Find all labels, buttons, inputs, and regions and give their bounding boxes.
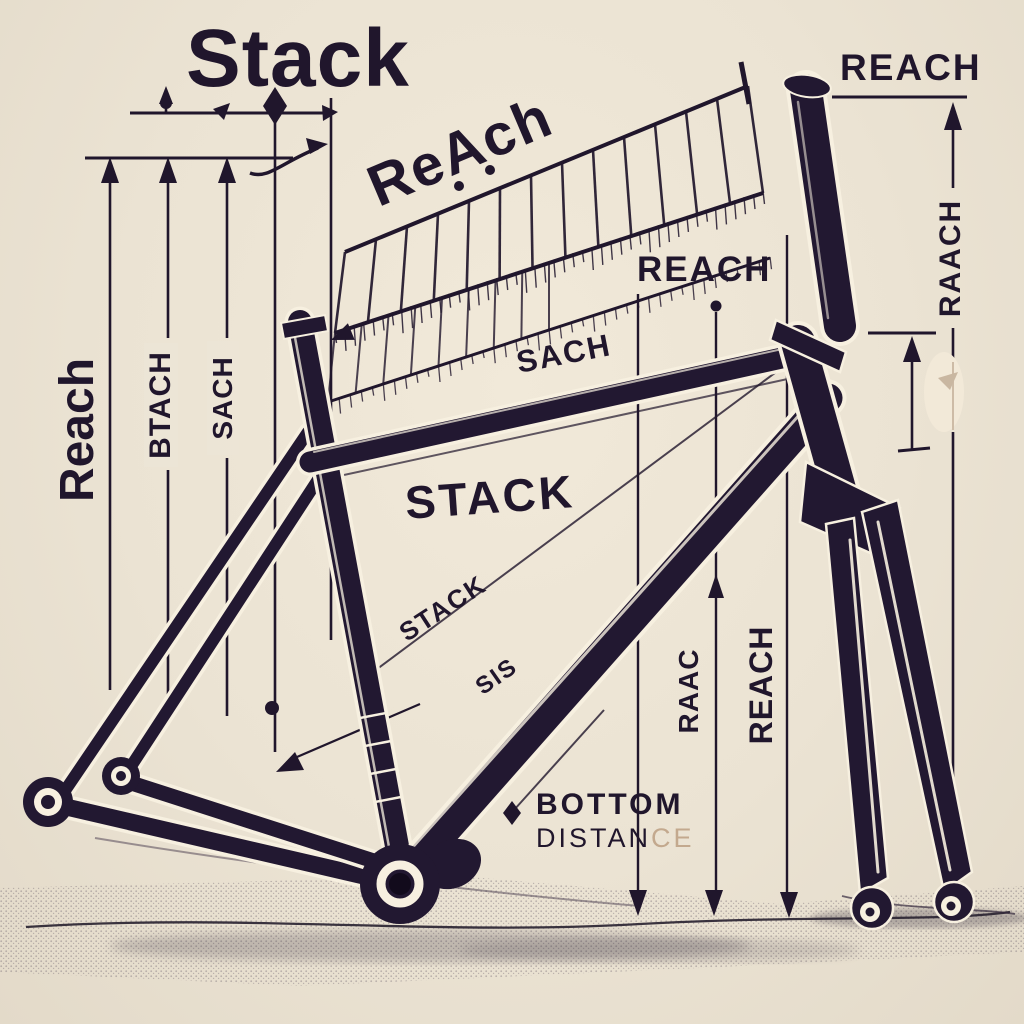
seat-tube (279, 306, 420, 900)
upper-headset-lug (768, 318, 848, 374)
chain-stays (50, 771, 419, 896)
label-distance-faded: CE (651, 823, 695, 853)
top-tube (296, 340, 814, 476)
label-stack-title: Stack (186, 13, 410, 104)
ground-line (25, 910, 1011, 929)
label-btach-left-vertical: BTACH (144, 343, 178, 467)
fork (798, 460, 976, 931)
bike-frame-illustration (23, 70, 976, 931)
label-reach-middle: REACH (637, 250, 772, 289)
label-bottom-line2: DISTANCE (536, 823, 695, 854)
bottom-bracket (360, 838, 482, 924)
dimension-lines (85, 86, 967, 918)
ruler-band (327, 61, 773, 414)
label-raac-bottom-vertical: RAAC (673, 648, 704, 734)
curved-arrow (249, 146, 319, 177)
smudge (924, 352, 964, 432)
dot-marker (265, 701, 279, 715)
rear-dropout (23, 757, 140, 827)
label-reach-top-right: REACH (840, 47, 982, 88)
label-reach-left-vertical: Reach (51, 357, 104, 503)
label-raach-right-vertical: RAACH (934, 198, 967, 318)
fork-blade-right (860, 498, 974, 895)
seat-stays (50, 422, 346, 808)
steerer-tube (782, 70, 860, 346)
diamond-arrowhead (263, 87, 287, 125)
label-sach-left-vertical: SACH (207, 341, 239, 455)
seat-clamp (279, 313, 330, 341)
label-distance-dark: DISTAN (536, 823, 652, 853)
down-tube (383, 379, 847, 899)
ground (0, 837, 1024, 986)
label-reach-bottom-vertical: REACH (743, 625, 779, 745)
label-bottom-line1: BOTTOM (536, 788, 684, 821)
teardrop-arrowhead (159, 86, 173, 104)
